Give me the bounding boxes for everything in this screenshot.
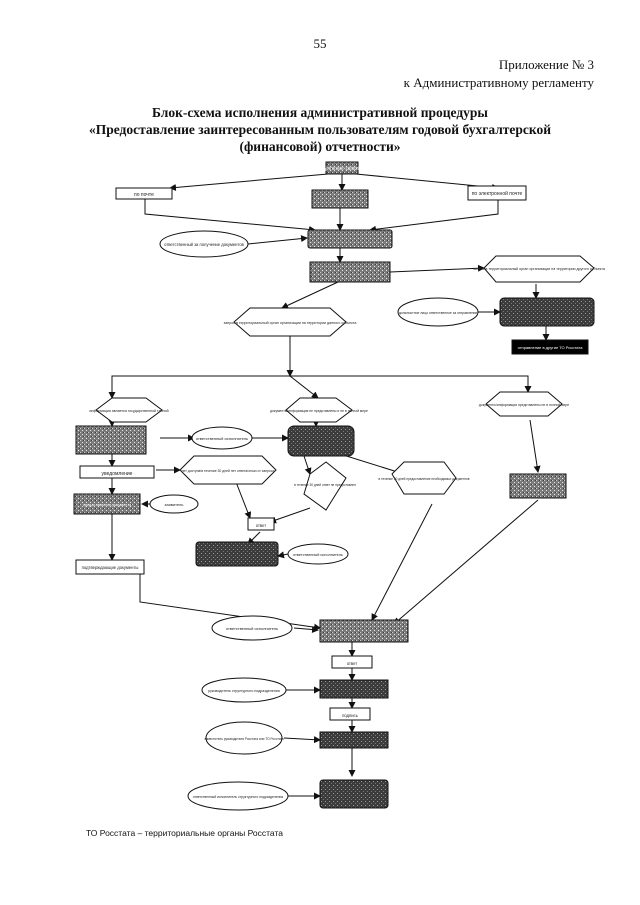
label-notice-applicant: предоставление документа xyxy=(83,503,132,507)
label-notification: уведомление xyxy=(102,471,133,477)
appendix-caption: Приложение № 3 к Административному регла… xyxy=(404,56,594,92)
label-head-note: руководитель структурного подразделения xyxy=(208,689,280,693)
label-diamond-30days: в течение 30 дней ответ не предоставлен xyxy=(294,483,356,487)
appendix-line-2: к Административному регламенту xyxy=(403,75,594,90)
label-query-region: запрос в территориальный орган организац… xyxy=(224,321,357,325)
title-line-3: (финансовой) отчетности» xyxy=(239,139,401,154)
label-start: поступление заявления xyxy=(314,166,370,172)
appendix-line-1: Приложение № 3 xyxy=(498,57,594,72)
label-answer: ответ xyxy=(347,661,358,666)
label-diamond-incomplete: документы/информация представлены не в п… xyxy=(479,403,569,407)
label-executor-note-3: ответственный исполнитель xyxy=(226,626,278,631)
label-forward-other: отправление в другие ТО Росстата xyxy=(518,345,584,350)
label-email: по электронной почте xyxy=(472,190,523,197)
label-executor-note-2: ответственный исполнитель xyxy=(293,553,343,557)
flow-shapes xyxy=(73,161,595,811)
label-diamond-available: документы/информация не представлены и н… xyxy=(270,409,368,413)
page-number: 55 xyxy=(313,36,327,51)
label-query-other-region: запрос в территориальный орган организац… xyxy=(473,267,605,271)
label-deputy-note: заместитель руководителя Росстата или ТО… xyxy=(204,737,284,741)
flow-labels: поступление заявления по почте по электр… xyxy=(82,166,605,799)
label-executor-note: ответственный исполнитель xyxy=(196,436,248,441)
label-no-access: нет доступа/в течение 30 дней нет ответа… xyxy=(182,469,275,473)
label-registration-note: ответственный за получение документов xyxy=(164,242,245,247)
label-supporting-docs: подтверждающие документы xyxy=(82,565,139,570)
label-applicant: заявитель xyxy=(165,502,184,507)
label-diamond-secret: информация является государственной тайн… xyxy=(89,409,168,413)
label-post: по почте xyxy=(134,192,154,198)
title-line-1: Блок-схема исполнения административной п… xyxy=(152,105,488,120)
footnote: ТО Росстата – территориальные органы Рос… xyxy=(86,828,284,838)
title-line-2: «Предоставление заинтересованным пользов… xyxy=(88,122,552,137)
connectors xyxy=(108,173,550,800)
label-final-note: ответственный исполнитель структурного п… xyxy=(193,795,284,799)
document-title: Блок-схема исполнения административной п… xyxy=(70,104,570,155)
label-reply: ответ xyxy=(256,523,267,528)
label-signature: подпись xyxy=(342,713,359,718)
label-within-30days: в течение 30 дней предоставление необход… xyxy=(379,477,470,481)
label-forward-note: должностное лицо ответственное за отправ… xyxy=(399,311,478,315)
